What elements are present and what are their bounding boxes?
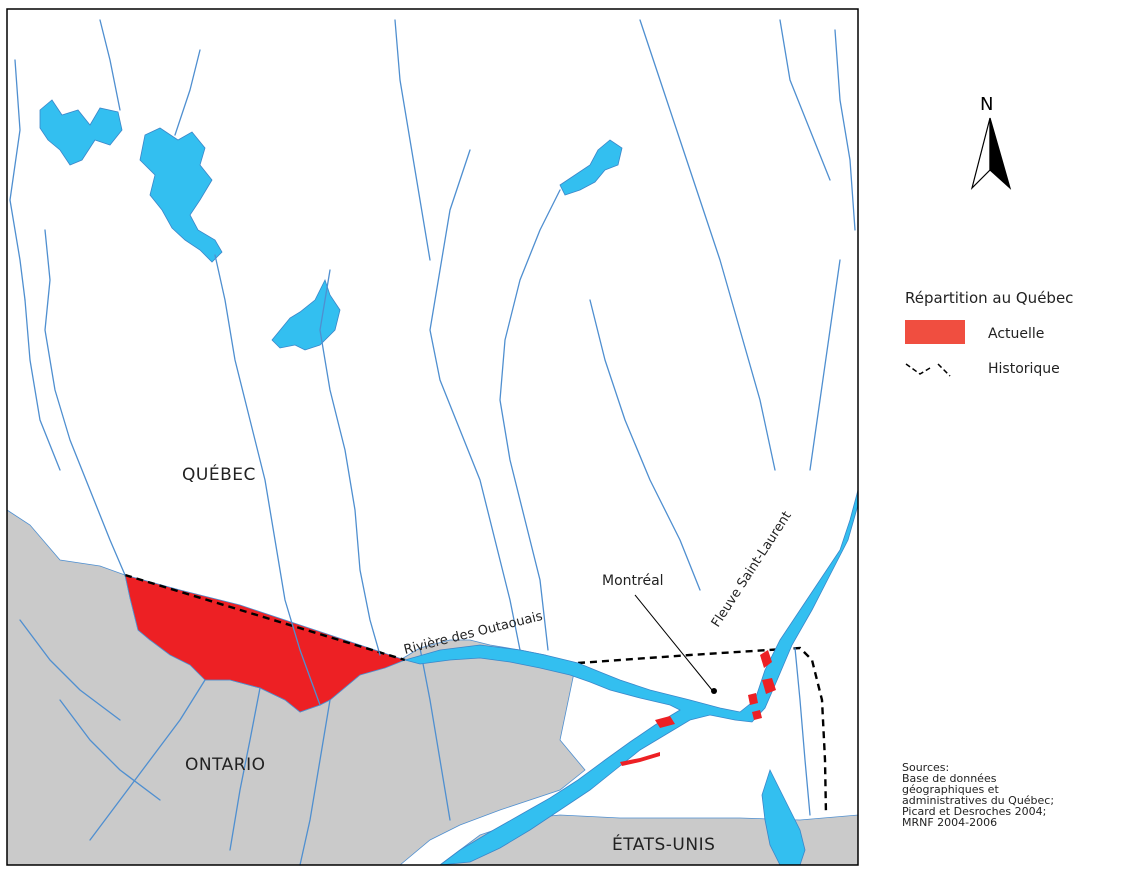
sources-line: Sources: — [902, 761, 949, 774]
lake-northwest — [39, 99, 123, 166]
lake-central — [271, 278, 341, 351]
sources-line: MRNF 2004-2006 — [902, 816, 997, 829]
sources-line: administratives du Québec; — [902, 794, 1054, 807]
river-network — [9, 19, 856, 866]
svg-text:N: N — [980, 94, 993, 115]
region-label-ontario: ONTARIO — [185, 755, 266, 775]
legend-swatch-current — [905, 320, 965, 344]
sources-block: Sources: Base de données géographiques e… — [902, 761, 1054, 829]
city-leader-line — [634, 594, 713, 691]
historic-range-line-west — [124, 573, 406, 662]
current-range-patches — [620, 650, 776, 766]
lake-northeast — [559, 139, 623, 196]
historic-range-line-east — [577, 646, 828, 816]
lake-large — [139, 127, 223, 263]
legend-swatch-historic — [905, 363, 951, 377]
sources-line: géographiques et — [902, 783, 999, 796]
current-range-area — [124, 574, 407, 713]
saint-laurent-river — [403, 489, 859, 866]
region-label-usa: ÉTATS-UNIS — [612, 833, 715, 855]
region-label-quebec: QUÉBEC — [182, 463, 256, 485]
city-dot-montreal — [711, 688, 717, 694]
sources-line: Picard et Desroches 2004; — [902, 805, 1046, 818]
sources-line: Base de données — [902, 772, 997, 785]
map-frame — [6, 8, 859, 866]
north-arrow-icon: N — [970, 94, 1012, 190]
legend-title: Répartition au Québec — [905, 289, 1073, 307]
legend: Répartition au Québec Actuelle Historiqu… — [905, 289, 1073, 377]
legend-label-historic: Historique — [988, 361, 1060, 377]
city-label-montreal: Montréal — [602, 573, 664, 589]
legend-label-current: Actuelle — [988, 326, 1044, 342]
